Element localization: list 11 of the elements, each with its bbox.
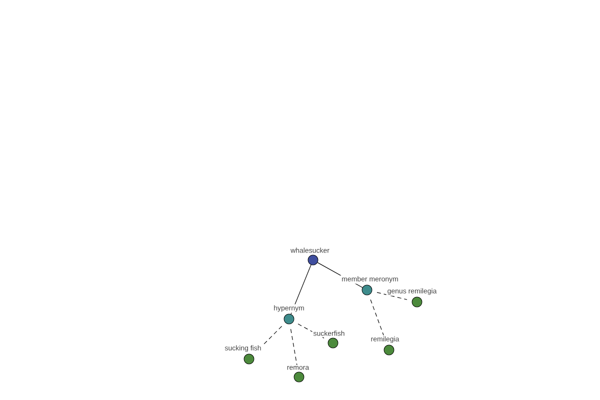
connector-line <box>298 324 324 338</box>
graph-node <box>328 338 338 348</box>
graph-node <box>244 354 254 364</box>
graph-node <box>294 372 304 382</box>
graph-node <box>384 344 394 356</box>
connector-line <box>290 328 298 368</box>
graph-node <box>308 254 318 266</box>
graph-node <box>412 296 422 308</box>
connector-line <box>376 292 408 300</box>
graph-node <box>362 284 372 296</box>
graph-node <box>284 314 294 324</box>
